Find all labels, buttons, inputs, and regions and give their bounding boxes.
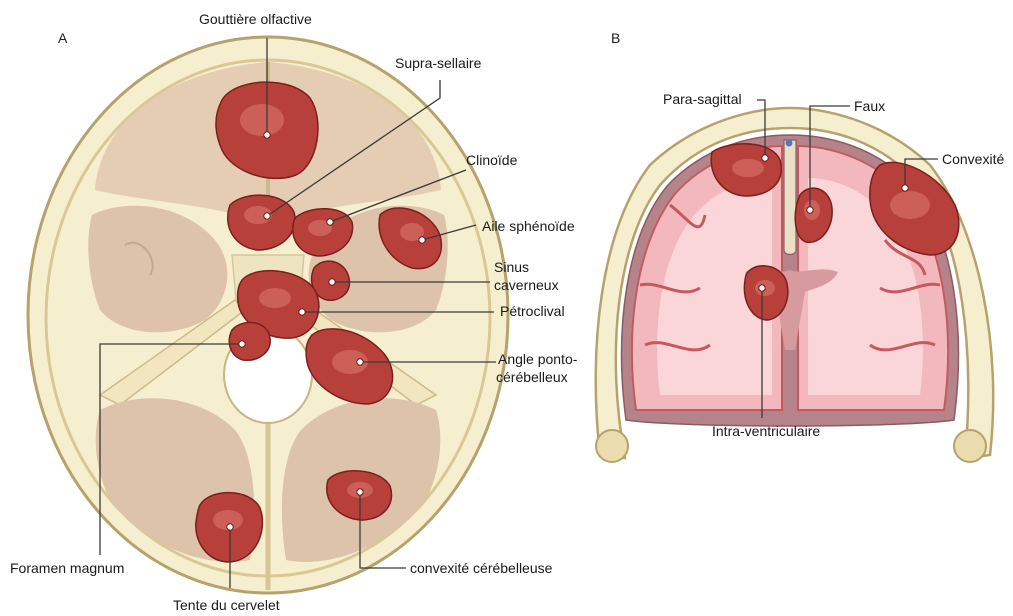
pin-convexite <box>902 185 908 191</box>
pin-clinoide <box>327 219 333 225</box>
label-convexite: Convexité <box>942 151 1004 167</box>
label-gouttiere-olfactive: Gouttière olfactive <box>199 11 312 27</box>
pin-convexite-cerebelleuse <box>357 489 363 495</box>
pin-faux <box>807 207 813 213</box>
skull-vault-left-end <box>596 430 628 462</box>
pin-angle-ponto <box>357 359 363 365</box>
pin-petroclival <box>299 309 305 315</box>
label-tente-du-cervelet: Tente du cervelet <box>173 597 280 613</box>
tumor-foramen-magnum <box>229 322 270 360</box>
panel-b-coronal-section: B Para-sagittal Faux Convexité Intra-ven… <box>596 30 1005 462</box>
label-para-sagittal: Para-sagittal <box>663 91 742 107</box>
label-foramen-magnum: Foramen magnum <box>10 560 124 576</box>
pin-intra-ventriculaire <box>759 285 765 291</box>
superior-sagittal-sinus <box>786 140 793 147</box>
label-clinoide: Clinoïde <box>466 152 518 168</box>
label-intra-ventriculaire: Intra-ventriculaire <box>712 423 820 439</box>
falx-cerebri <box>784 140 796 255</box>
label-angle-ponto-line2: cérébelleux <box>496 369 568 385</box>
pin-para-sagittal <box>762 155 768 161</box>
label-convexite-cerebelleuse: convexité cérébelleuse <box>410 560 553 576</box>
label-sinus-line2: caverneux <box>494 277 559 293</box>
label-supra-sellaire: Supra-sellaire <box>395 55 482 71</box>
skull-vault-right-end <box>954 430 986 462</box>
panel-a-skull-base: A Gouttière olfactive Supra-sellaire Cli… <box>10 11 578 613</box>
pin-tente <box>227 524 233 530</box>
panel-b-label: B <box>611 30 620 46</box>
pin-sinus-caverneux <box>329 279 335 285</box>
pin-gouttiere <box>264 132 270 138</box>
label-aile-sphenoide: Aile sphénoïde <box>482 218 575 234</box>
label-angle-ponto-line1: Angle ponto- <box>498 351 578 367</box>
label-petroclival: Pétroclival <box>500 303 565 319</box>
pin-supra-sellaire <box>264 213 270 219</box>
pin-aile-sphenoide <box>419 237 425 243</box>
pin-foramen-magnum <box>239 341 245 347</box>
label-sinus-line1: Sinus <box>494 259 529 275</box>
label-faux: Faux <box>854 98 885 114</box>
panel-a-label: A <box>58 30 68 46</box>
